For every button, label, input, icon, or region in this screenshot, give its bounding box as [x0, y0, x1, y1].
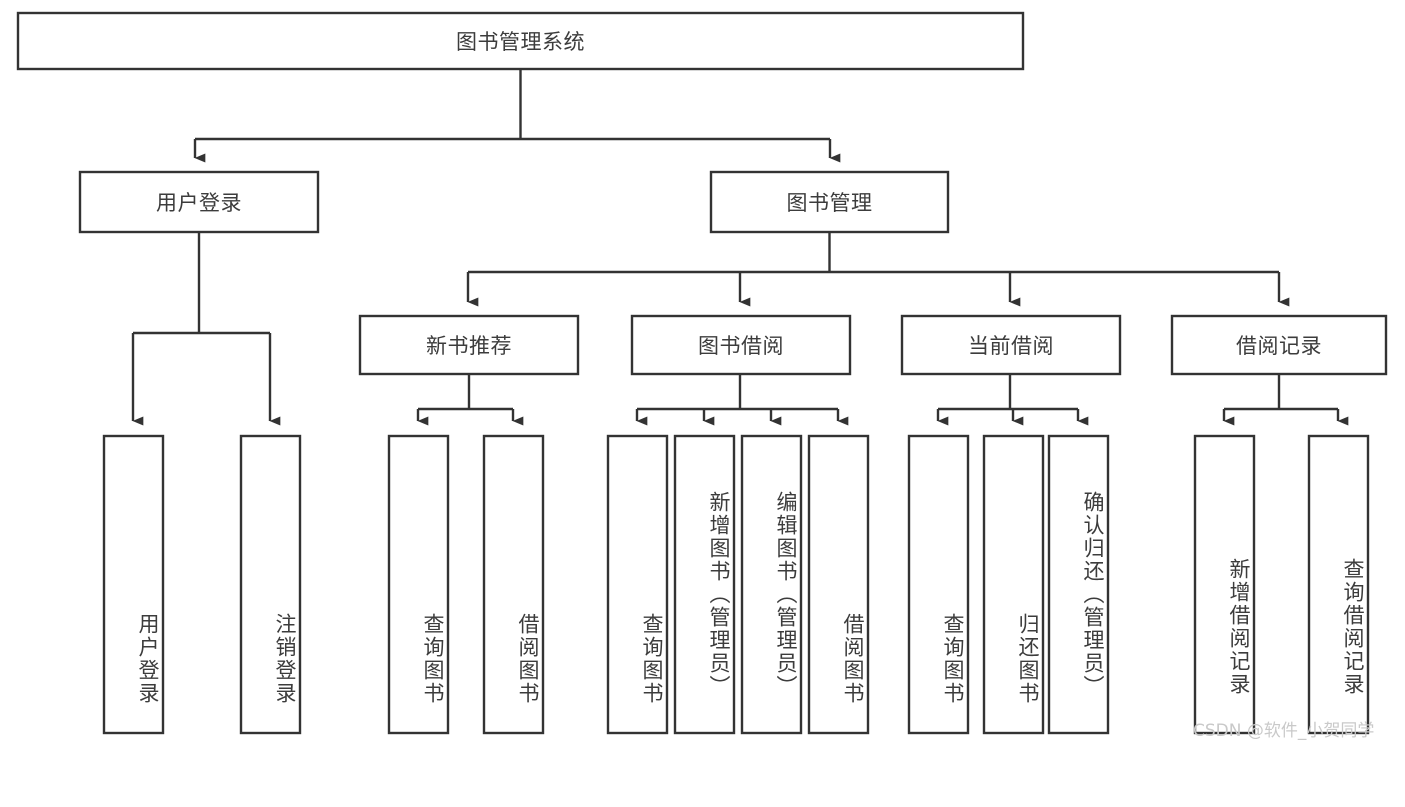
node-box-leaf-logout[interactable] [239, 434, 302, 735]
node-box-leaf-user-login[interactable] [102, 434, 165, 735]
node-box-leaf-return-book[interactable] [982, 434, 1045, 735]
connector-borrow-record-bus [1224, 374, 1338, 411]
node-box-leaf-add-book[interactable] [673, 434, 736, 735]
node-box-leaf-add-record[interactable] [1193, 434, 1256, 735]
connector-user-login-bus [133, 232, 270, 335]
connector-book-manage-bus [468, 232, 1279, 274]
node-box-borrow-record[interactable] [1170, 314, 1388, 376]
node-box-leaf-query-book-1[interactable] [387, 434, 450, 735]
node-box-current-borrow[interactable] [900, 314, 1122, 376]
connector-current-borrow-bus [938, 374, 1078, 411]
connector-root-bus [195, 69, 830, 141]
node-box-leaf-query-book-2[interactable] [606, 434, 669, 735]
connector-book-borrow-bus [637, 374, 838, 411]
node-box-leaf-confirm-return[interactable] [1047, 434, 1110, 735]
node-box-new-book-recommend[interactable] [358, 314, 580, 376]
tree-diagram-svg [16, 11, 1388, 735]
diagram-canvas: 图书管理系统 用户登录 图书管理 新书推荐 图书借阅 当前借阅 借阅记录 用户登… [16, 11, 1388, 741]
connector-new-book-bus [418, 374, 513, 411]
node-box-leaf-edit-book[interactable] [740, 434, 803, 735]
node-box-leaf-borrow-book-1[interactable] [482, 434, 545, 735]
node-box-leaf-borrow-book-2[interactable] [807, 434, 870, 735]
node-box-root[interactable] [16, 11, 1025, 71]
node-box-book-manage[interactable] [709, 170, 950, 234]
node-box-book-borrow[interactable] [630, 314, 852, 376]
node-box-user-login[interactable] [78, 170, 320, 234]
node-box-leaf-query-record[interactable] [1307, 434, 1370, 735]
node-box-leaf-query-book-3[interactable] [907, 434, 970, 735]
